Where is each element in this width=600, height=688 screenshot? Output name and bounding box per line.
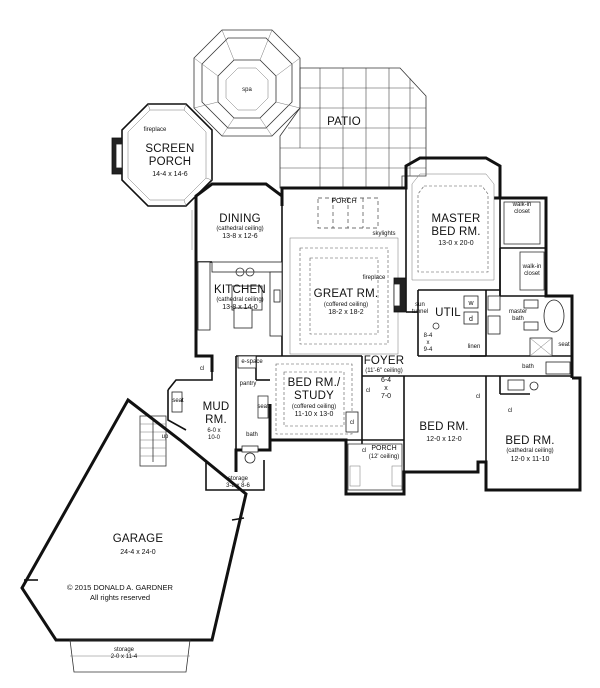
util-size2: x bbox=[427, 340, 430, 346]
sun-tunnel-l1: sun bbox=[415, 302, 425, 308]
bed2-size: 12-0 x 12-0 bbox=[426, 436, 462, 443]
util-size3: 9-4 bbox=[424, 347, 433, 353]
linen-label: linen bbox=[468, 344, 481, 350]
closet1-l2: closet bbox=[514, 209, 530, 215]
mud-seat: seat bbox=[172, 398, 184, 404]
fireplace-label: fireplace bbox=[144, 127, 167, 133]
rear-porch-name: PORCH bbox=[331, 198, 356, 205]
copyright-line1: © 2015 DONALD A. GARDNER bbox=[67, 583, 174, 592]
half-bath-fixtures bbox=[241, 445, 259, 464]
pantry-area bbox=[237, 355, 269, 419]
pantry-label: pantry bbox=[240, 381, 257, 387]
closet2-l1: walk-in bbox=[522, 264, 542, 270]
mud-room bbox=[167, 372, 213, 431]
master-bath-l2: bath bbox=[512, 316, 524, 322]
screen-porch-name: SCREEN bbox=[145, 143, 194, 155]
bath2-label: bath bbox=[522, 364, 534, 370]
dryer-label: d bbox=[469, 316, 473, 323]
mud-size1: 6-0 x bbox=[207, 428, 220, 434]
front-porch bbox=[347, 443, 403, 491]
screen-porch-size: 14-4 x 14-6 bbox=[152, 171, 188, 178]
mud-name1: MUD bbox=[203, 401, 230, 413]
foyer-size1: 6-4 bbox=[381, 377, 391, 384]
rear-porch bbox=[317, 197, 379, 229]
dining-name: DINING bbox=[219, 213, 260, 225]
dining-ceiling: (cathedral ceiling) bbox=[216, 226, 263, 232]
seat-label-bath: seat bbox=[558, 342, 570, 348]
garage-size: 24-4 x 24-0 bbox=[120, 549, 156, 556]
master-bath-l1: master bbox=[509, 309, 527, 315]
great-room-name: GREAT RM. bbox=[314, 288, 379, 300]
study-size: 11-10 x 13-0 bbox=[295, 411, 334, 418]
spa-deck bbox=[193, 29, 301, 137]
study-ceiling: (coffered ceiling) bbox=[292, 404, 336, 410]
closet2-l2: closet bbox=[524, 271, 540, 277]
master-name: MASTER bbox=[431, 213, 480, 225]
util-size1: 8-4 bbox=[424, 333, 433, 339]
front-porch-name: PORCH bbox=[371, 445, 396, 452]
skylights-label: skylights bbox=[372, 231, 395, 237]
foyer-size2: x bbox=[384, 385, 388, 392]
bed3-size: 12-0 x 11-10 bbox=[511, 456, 550, 463]
bed3-name: BED RM. bbox=[505, 435, 554, 447]
screen-porch bbox=[111, 103, 213, 207]
kitchen-cabinets bbox=[197, 261, 283, 337]
foyer-cl: cl bbox=[366, 388, 370, 394]
foyer-name: FOYER bbox=[364, 355, 405, 367]
sun-tunnel-l2: tunnel bbox=[412, 309, 428, 315]
kitchen-ceiling: (cathedral ceiling) bbox=[216, 297, 263, 303]
bath-2 bbox=[507, 361, 571, 391]
garage bbox=[20, 397, 248, 673]
great-room bbox=[289, 237, 407, 355]
screen-porch-name2: PORCH bbox=[149, 156, 192, 168]
master-size: 13-0 x 20-0 bbox=[438, 240, 474, 247]
mud-name2: RM. bbox=[205, 414, 227, 426]
storage-1 bbox=[205, 460, 265, 491]
spa-label: spa bbox=[242, 87, 252, 93]
patio bbox=[279, 67, 427, 189]
seat-label-pantry: seat bbox=[257, 404, 269, 410]
kitchen-name: KITCHEN bbox=[214, 284, 266, 296]
stairs-up-label: up bbox=[162, 434, 169, 440]
great-room-ceiling: (coffered ceiling) bbox=[324, 302, 368, 308]
bed3-ceiling: (cathedral ceiling) bbox=[506, 448, 553, 454]
great-room-size: 18-2 x 18-2 bbox=[328, 309, 364, 316]
bed2-name: BED RM. bbox=[419, 421, 468, 433]
dining-size: 13-8 x 12-6 bbox=[222, 233, 258, 240]
storage1-name: storage bbox=[228, 476, 249, 482]
mud-size2: 10-0 bbox=[208, 435, 221, 441]
great-room-fireplace: fireplace bbox=[363, 275, 386, 281]
study-name2: STUDY bbox=[294, 390, 334, 402]
front-porch-cl: cl bbox=[362, 448, 366, 454]
bed-study bbox=[275, 363, 359, 435]
front-porch-ceiling: (12' ceiling) bbox=[369, 454, 400, 460]
master-bath bbox=[523, 299, 565, 357]
utility-room bbox=[432, 295, 501, 335]
kitchen-size: 13-8 x 14-0 bbox=[222, 304, 258, 311]
bed3-cl: cl bbox=[508, 408, 512, 414]
foyer-size3: 7-0 bbox=[381, 393, 391, 400]
study-name1: BED RM./ bbox=[288, 377, 341, 389]
foyer-ceiling: (11'-6" ceiling) bbox=[365, 368, 403, 374]
bed2-cl: cl bbox=[476, 394, 480, 400]
closet1-l1: walk-in bbox=[512, 202, 532, 208]
walk-in-closets bbox=[503, 201, 545, 291]
util-name: UTIL bbox=[435, 307, 461, 319]
washer-label: w bbox=[467, 300, 474, 307]
storage2-name: storage bbox=[114, 647, 135, 653]
half-bath-label: bath bbox=[246, 432, 258, 438]
patio-label: PATIO bbox=[327, 116, 361, 128]
master-name2: BED RM. bbox=[431, 226, 480, 238]
garage-name: GARAGE bbox=[113, 533, 164, 545]
study-cl: cl bbox=[350, 420, 354, 426]
copyright-line2: All rights reserved bbox=[90, 593, 150, 602]
stairs bbox=[139, 415, 167, 467]
master-bedroom bbox=[411, 173, 495, 281]
escape-label: e-space bbox=[241, 359, 263, 365]
mud-cl: cl bbox=[200, 366, 204, 372]
storage2-size: 2-0 x 11-4 bbox=[111, 654, 138, 660]
